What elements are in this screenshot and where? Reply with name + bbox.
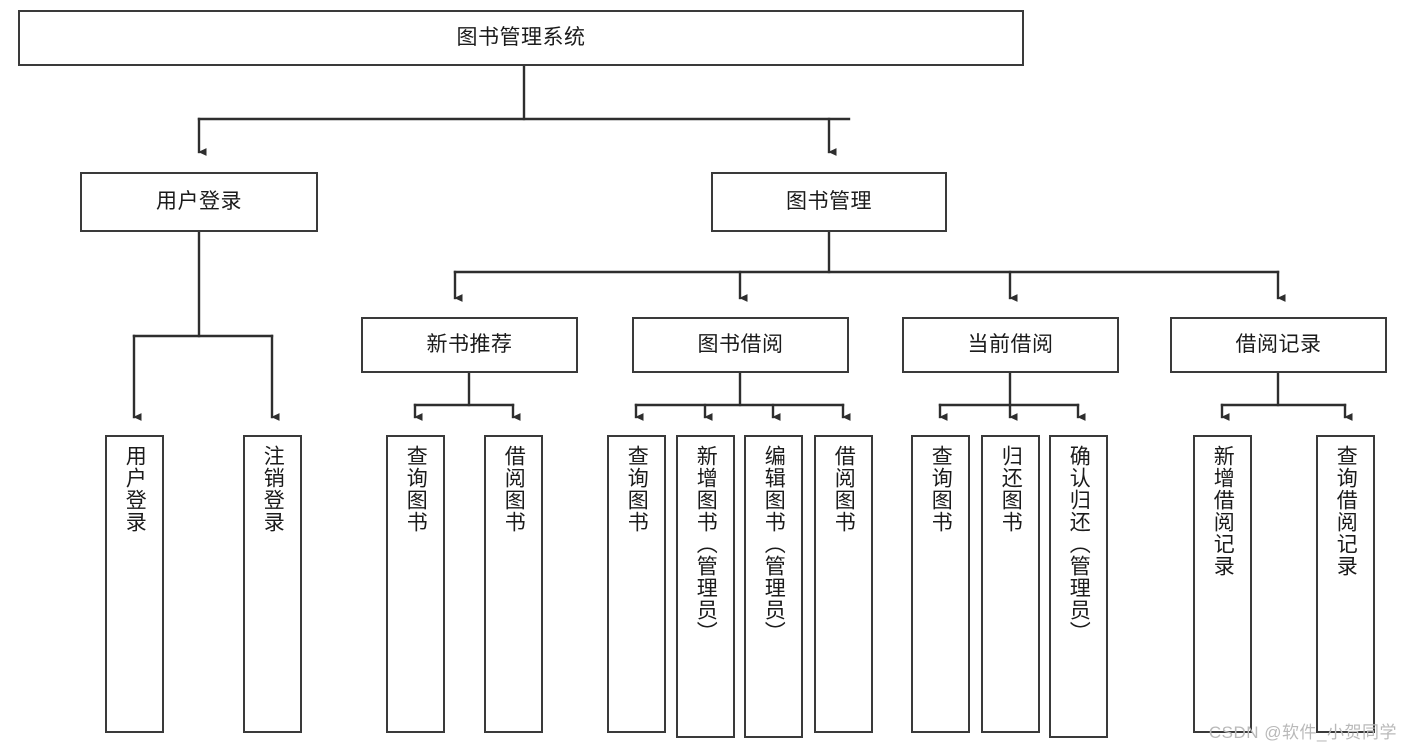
leaf-user-login-label: 用户登录 [123, 445, 147, 533]
node-current-borrow[interactable]: 当前借阅 [902, 317, 1119, 373]
node-borrow-record[interactable]: 借阅记录 [1170, 317, 1387, 373]
leaf-query-borrow-record-label: 查询借阅记录 [1334, 445, 1358, 577]
leaf-return-book[interactable]: 归还图书 [981, 435, 1040, 733]
leaf-query-book-1-label: 查询图书 [404, 445, 428, 533]
node-new-book-recommend[interactable]: 新书推荐 [361, 317, 578, 373]
leaf-return-book-label: 归还图书 [999, 445, 1023, 533]
leaf-borrow-book-2-label: 借阅图书 [832, 445, 856, 533]
node-book-borrow[interactable]: 图书借阅 [632, 317, 849, 373]
leaf-borrow-book-1-label: 借阅图书 [502, 445, 526, 533]
node-current-borrow-label: 当前借阅 [967, 332, 1054, 356]
leaf-logout-login[interactable]: 注销登录 [243, 435, 302, 733]
leaf-borrow-book-2[interactable]: 借阅图书 [814, 435, 873, 733]
node-book-management[interactable]: 图书管理 [711, 172, 947, 232]
node-new-book-recommend-label: 新书推荐 [426, 332, 513, 356]
node-book-borrow-label: 图书借阅 [697, 332, 784, 356]
leaf-borrow-book-1[interactable]: 借阅图书 [484, 435, 543, 733]
leaf-add-borrow-record[interactable]: 新增借阅记录 [1193, 435, 1252, 733]
leaf-query-book-2[interactable]: 查询图书 [607, 435, 666, 733]
leaf-query-borrow-record[interactable]: 查询借阅记录 [1316, 435, 1375, 733]
leaf-edit-book-admin[interactable]: 编辑图书（管理员） [744, 435, 803, 738]
leaf-add-book-admin-label: 新增图书（管理员） [694, 445, 718, 643]
node-user-login-label: 用户登录 [156, 189, 242, 213]
leaf-add-borrow-record-label: 新增借阅记录 [1211, 445, 1235, 577]
leaf-query-book-3[interactable]: 查询图书 [911, 435, 970, 733]
leaf-add-book-admin[interactable]: 新增图书（管理员） [676, 435, 735, 738]
node-root[interactable]: 图书管理系统 [18, 10, 1024, 66]
leaf-logout-login-label: 注销登录 [261, 445, 285, 533]
leaf-query-book-3-label: 查询图书 [929, 445, 953, 533]
leaf-query-book-1[interactable]: 查询图书 [386, 435, 445, 733]
node-book-management-label: 图书管理 [786, 189, 872, 213]
node-root-label: 图书管理系统 [456, 25, 586, 49]
leaf-query-book-2-label: 查询图书 [625, 445, 649, 533]
leaf-user-login[interactable]: 用户登录 [105, 435, 164, 733]
leaf-confirm-return-admin[interactable]: 确认归还（管理员） [1049, 435, 1108, 738]
leaf-confirm-return-admin-label: 确认归还（管理员） [1067, 445, 1091, 643]
leaf-edit-book-admin-label: 编辑图书（管理员） [762, 445, 786, 643]
node-borrow-record-label: 借阅记录 [1235, 332, 1322, 356]
node-user-login[interactable]: 用户登录 [80, 172, 318, 232]
